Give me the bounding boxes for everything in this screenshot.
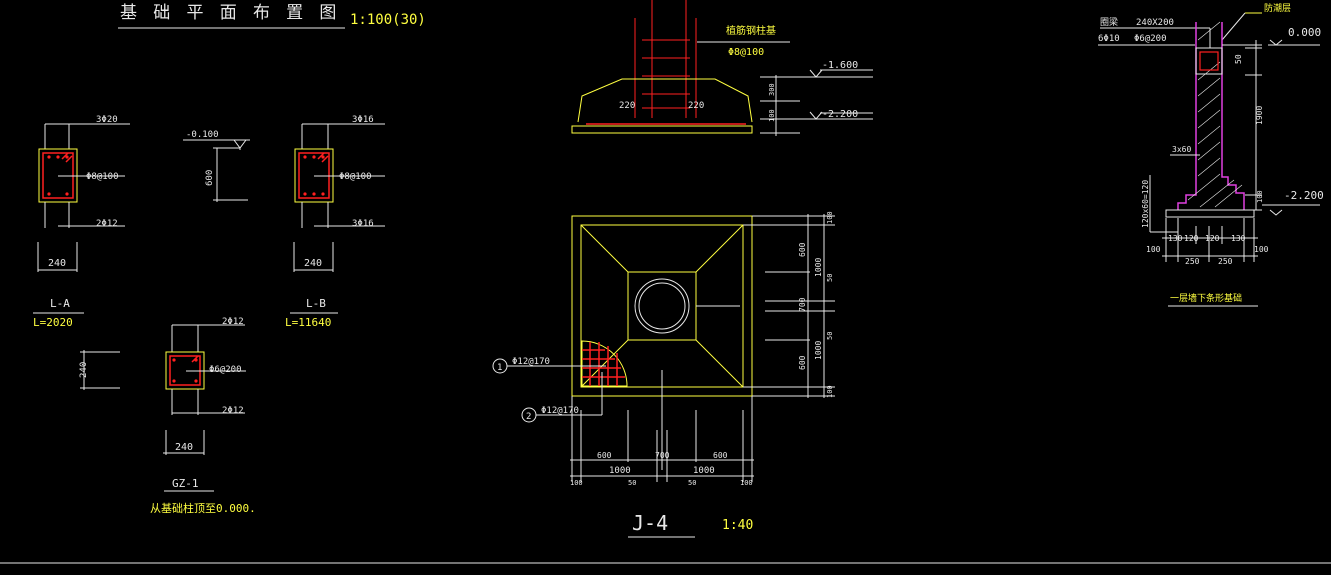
column-gz-bottom-bar: 2Φ12 (222, 406, 244, 416)
wall-dim-50: 50 (1234, 54, 1243, 64)
wall-bottom-dim-6: 100 (1254, 245, 1269, 254)
beam-b-bottom-bar: 3Φ16 (352, 219, 374, 229)
plan-bottom-small-4: 100 (740, 479, 753, 487)
footing-section-dim-right: 220 (688, 101, 704, 111)
wall-step-note: 3x60 (1172, 145, 1191, 154)
wall-section (1098, 12, 1320, 307)
wall-bottom-dim-7: 250 (1185, 257, 1200, 266)
footing-plan-scale: 1:40 (722, 518, 753, 533)
beam-b-width: 240 (304, 258, 322, 269)
wall-bottom-dim-3: 120 (1184, 234, 1199, 243)
plan-right-outer-4: 50 (826, 332, 834, 340)
column-gz-section (80, 324, 246, 492)
column-gz-note: 从基础柱顶至0.000. (150, 501, 256, 515)
wall-dim-100: 100 (1256, 190, 1264, 203)
footing-level-bottom: -2.200 (822, 109, 858, 120)
bar-2-mark: 2 (526, 412, 531, 422)
plan-bottom-outer-1: 1000 (609, 466, 631, 476)
plan-right-outer-5: 1000 (814, 341, 823, 360)
beam-b-length: L=11640 (285, 316, 331, 329)
plan-title: 基 础 平 面 布 置 图 (120, 3, 339, 23)
footing-plan (492, 214, 835, 538)
wall-bottom-dim-1: 100 (1146, 245, 1161, 254)
footing-plan-name: J-4 (632, 511, 668, 535)
beam-level-marker (183, 139, 250, 202)
beam-a-name: L-A (50, 297, 70, 310)
plan-right-inner-2: 700 (798, 297, 807, 312)
beam-a-level: -0.100 (186, 130, 219, 140)
beam-a-width: 240 (48, 258, 66, 269)
wall-base-note: 120x60=120 (1141, 180, 1150, 228)
bar-2-spec: Φ12@170 (541, 406, 579, 416)
plan-bottom-inner-3: 600 (713, 451, 728, 460)
wall-beam-bars: 6Φ10 (1098, 34, 1120, 44)
footing-dim-lower: 100 (768, 109, 776, 122)
footing-section-title: 植筋钢柱基 (726, 24, 776, 37)
footing-dim-upper: 300 (768, 83, 776, 96)
wall-bottom-dim-4: 120 (1205, 234, 1220, 243)
plan-right-inner-1: 600 (798, 242, 807, 257)
footing-section-stirrup: Φ8@100 (728, 47, 764, 58)
wall-dim-1900: 1900 (1255, 106, 1264, 125)
footing-level-top: -1.600 (822, 60, 858, 71)
plan-right-outer-3: 50 (826, 274, 834, 282)
plan-right-inner-3: 600 (798, 355, 807, 370)
beam-a-bottom-bar: 2Φ12 (96, 219, 118, 229)
wall-level-bottom: -2.200 (1284, 189, 1324, 202)
wall-level-top: 0.000 (1288, 26, 1321, 39)
beam-b-stirrup: Φ8@100 (339, 172, 372, 182)
wall-beam-label: 圈梁 (1100, 16, 1118, 28)
column-gz-side-height: 240 (79, 362, 89, 378)
beam-b-section (290, 123, 385, 314)
plan-bottom-small-3: 50 (688, 479, 696, 487)
column-gz-width: 240 (175, 442, 193, 453)
wall-beam-size: 240X200 (1136, 18, 1174, 28)
bar-1-mark: 1 (497, 363, 502, 373)
beam-a-section (33, 123, 130, 314)
wall-section-name: 一层墙下条形基础 (1170, 292, 1242, 304)
wall-bottom-dim-8: 250 (1218, 257, 1233, 266)
plan-bottom-small-2: 50 (628, 479, 636, 487)
footing-section-dim-left: 220 (619, 101, 635, 111)
beam-a-height: 600 (205, 170, 215, 186)
plan-right-outer-2: 1000 (814, 258, 823, 277)
column-gz-name: GZ-1 (172, 477, 199, 490)
beam-b-name: L-B (306, 297, 326, 310)
beam-b-top-bar: 3Φ16 (352, 115, 374, 125)
beam-a-top-bar: 3Φ20 (96, 115, 118, 125)
plan-right-outer-6: 100 (826, 385, 834, 398)
wall-bottom-dim-2: 130 (1168, 234, 1183, 243)
bar-1-spec: Φ12@170 (512, 357, 550, 367)
plan-bottom-inner-1: 600 (597, 451, 612, 460)
wall-beam-stirrup: Φ6@200 (1134, 34, 1167, 44)
plan-scale: 1:100(30) (350, 12, 426, 28)
wall-bottom-dim-5: 130 (1231, 234, 1246, 243)
column-gz-top-bar: 2Φ12 (222, 317, 244, 327)
beam-a-length: L=2020 (33, 316, 73, 329)
plan-right-outer-1: 100 (826, 211, 834, 224)
beam-a-stirrup: Φ8@100 (86, 172, 119, 182)
plan-bottom-small-1: 100 (570, 479, 583, 487)
column-gz-stirrup: Φ6@200 (209, 365, 242, 375)
wall-title-top: 防潮层 (1264, 2, 1291, 14)
footing-section (571, 0, 873, 136)
plan-bottom-inner-2: 700 (655, 451, 670, 460)
plan-bottom-outer-2: 1000 (693, 466, 715, 476)
